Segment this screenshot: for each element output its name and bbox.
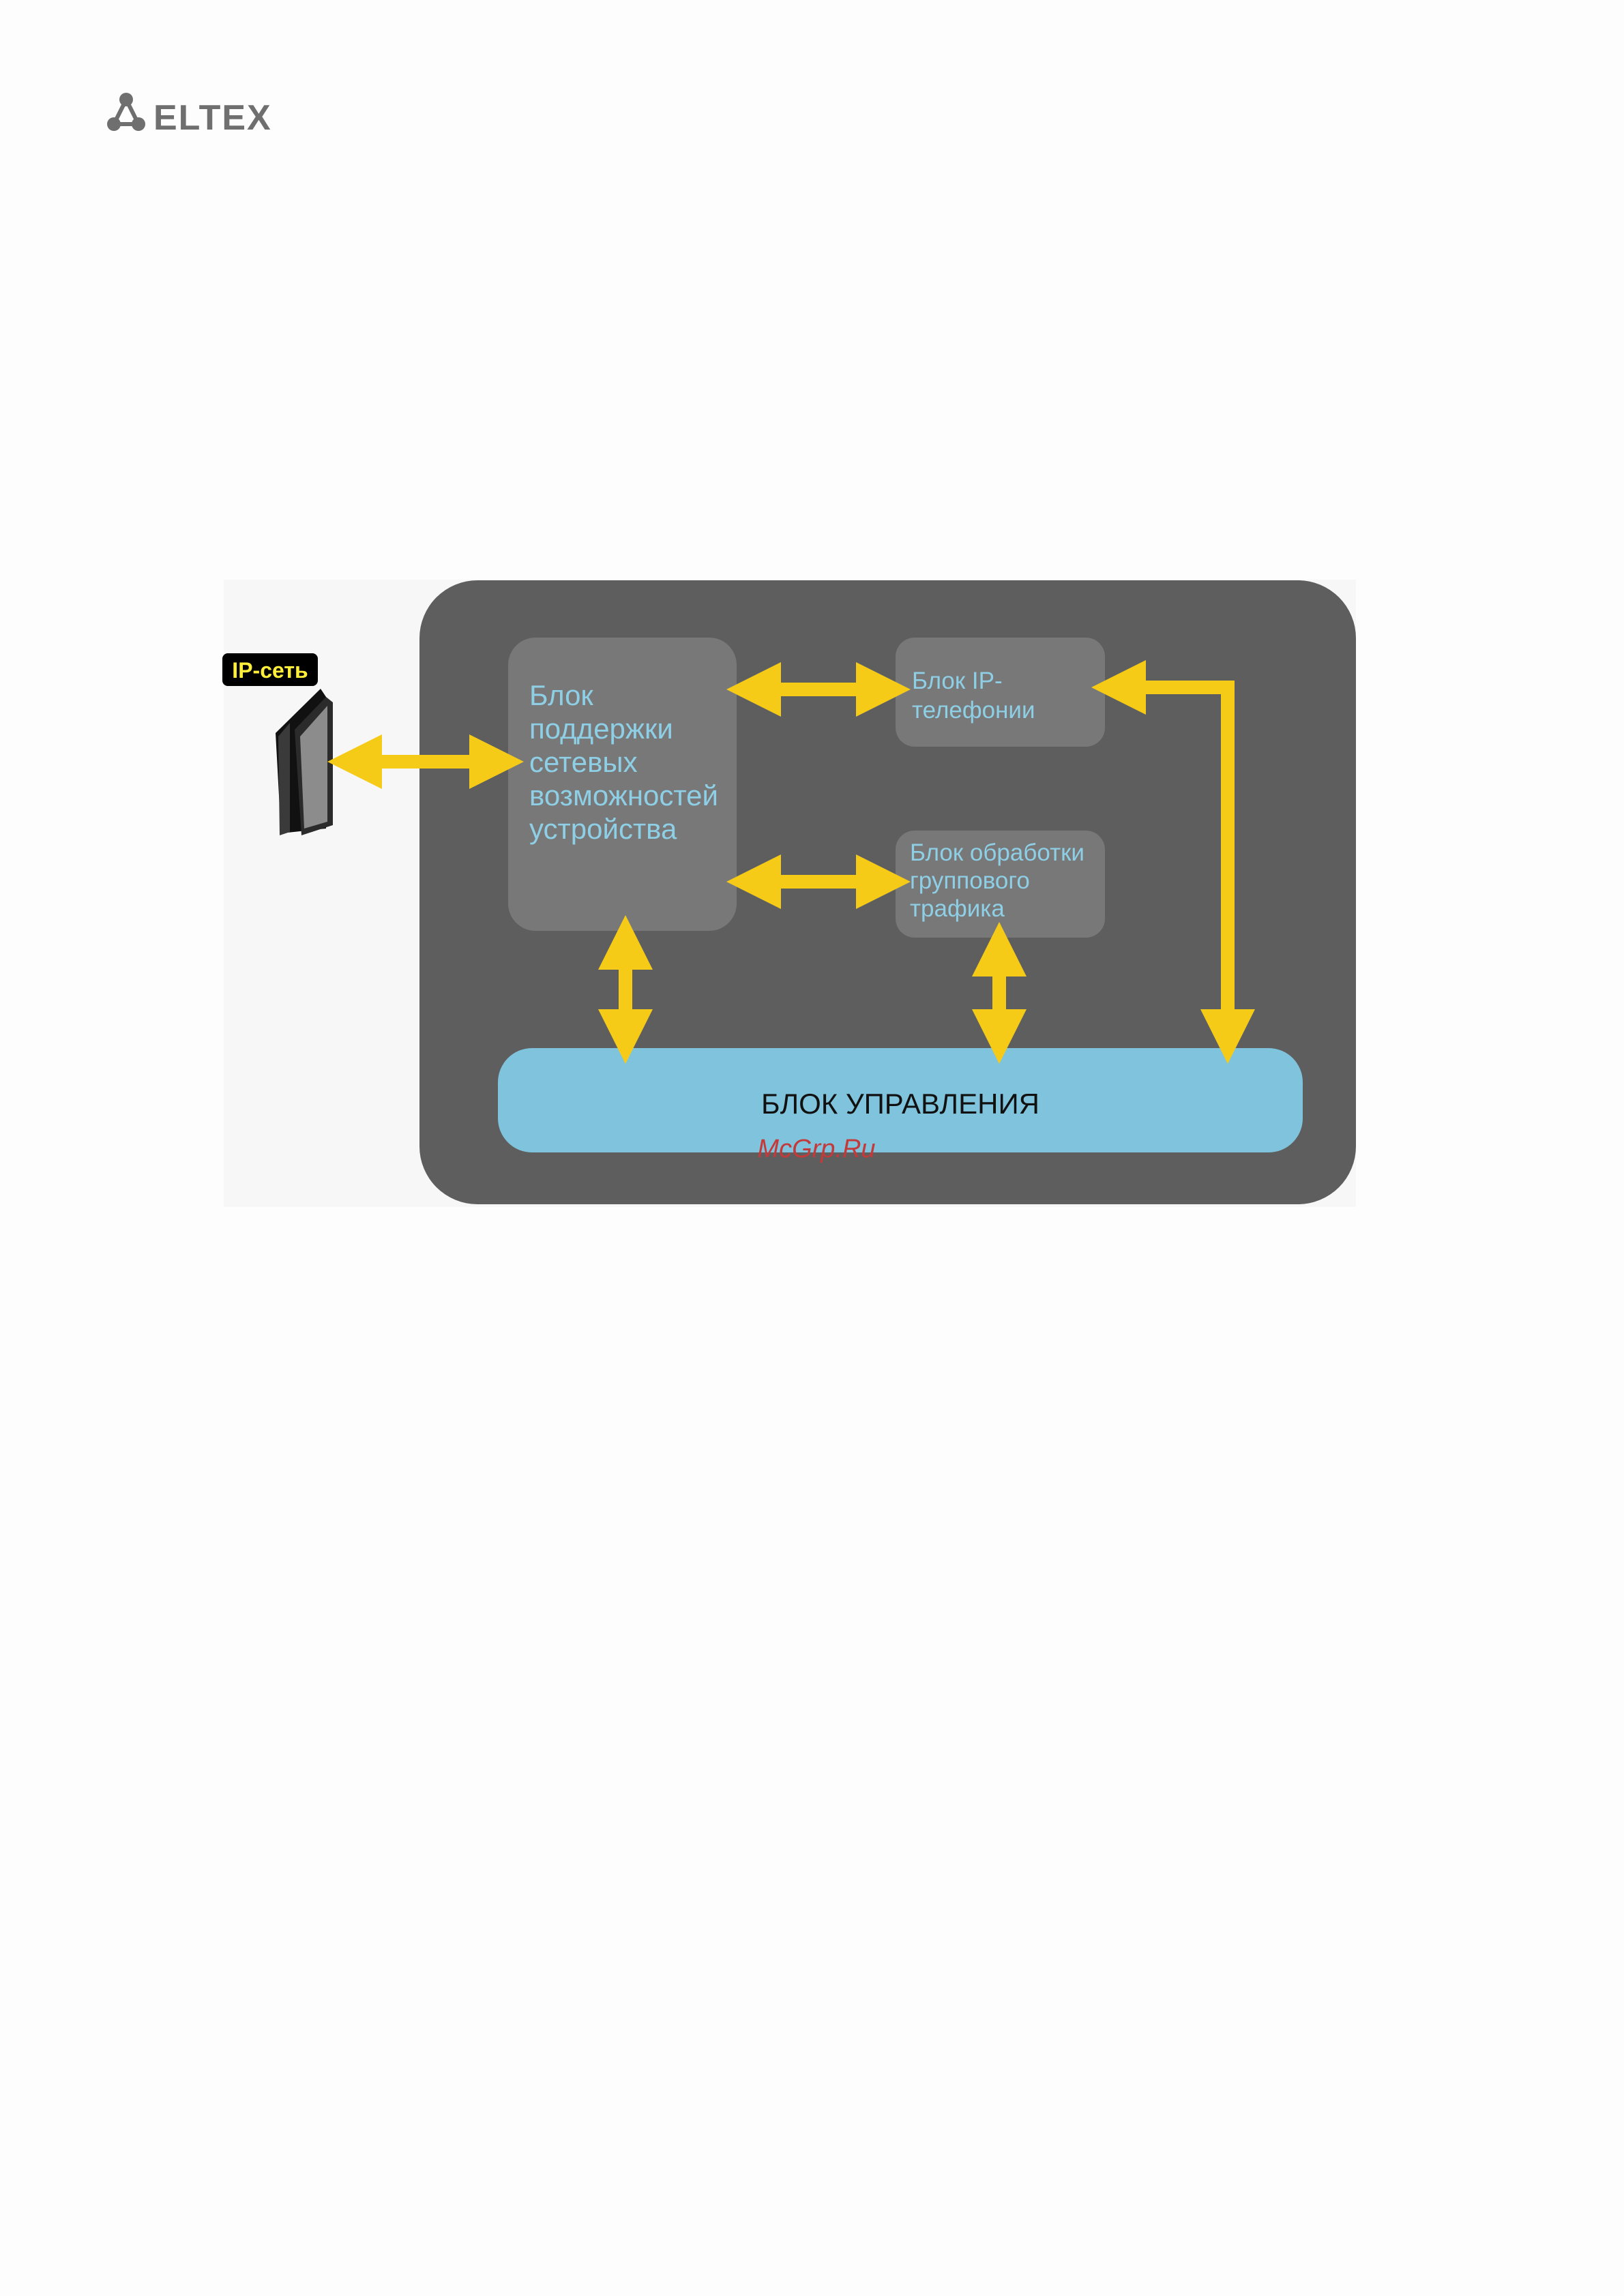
network-block-line-1: Блок	[529, 679, 593, 711]
group-traffic-block-line-1: Блок обработки	[910, 839, 1084, 866]
ip-network-label: IP-сеть	[232, 658, 308, 683]
network-block-line-5: устройства	[529, 813, 677, 845]
group-traffic-block-line-3: трафика	[910, 895, 1005, 922]
group-traffic-block-line-2: группового	[910, 867, 1030, 894]
watermark-text: McGrp.Ru	[757, 1135, 875, 1163]
network-block-line-2: поддержки	[529, 713, 673, 745]
telephony-block-line-1: Блок IP-	[912, 668, 1003, 694]
network-block-line-3: сетевых	[529, 746, 638, 778]
telephony-block-line-2: телефонии	[912, 697, 1035, 724]
network-block-line-4: возможностей	[529, 779, 718, 811]
control-block-label: БЛОК УПРАВЛЕНИЯ	[761, 1088, 1039, 1120]
